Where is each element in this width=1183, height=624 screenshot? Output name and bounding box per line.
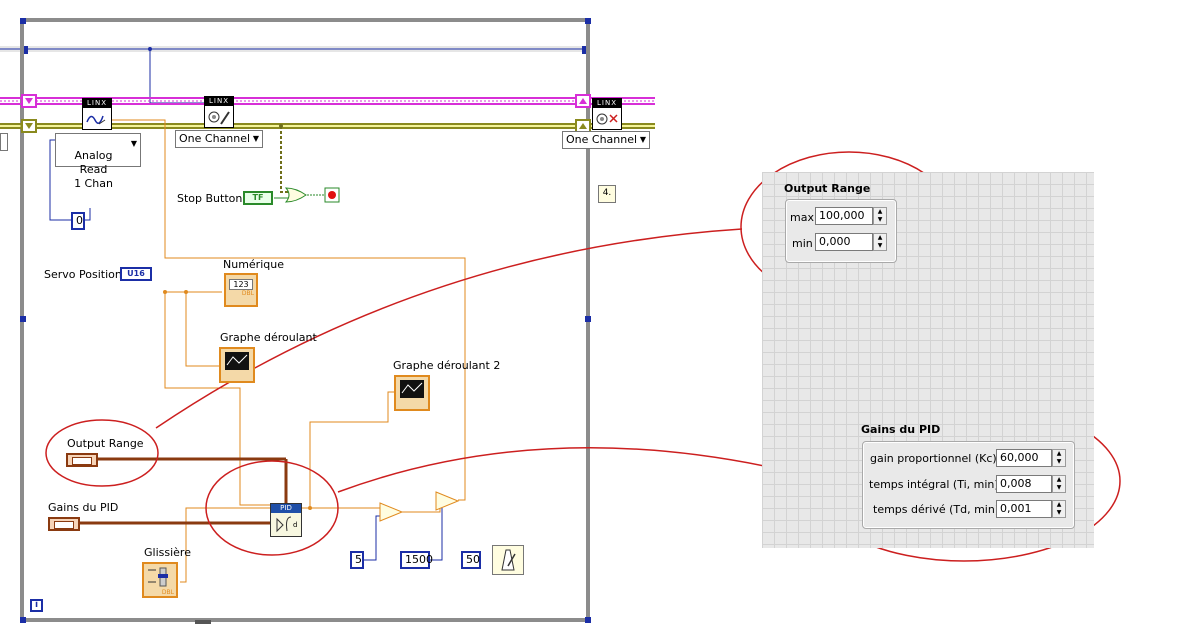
annotation-line-gains xyxy=(337,447,825,493)
output-range-cluster-title: Output Range xyxy=(784,182,871,195)
constant-1500[interactable]: 1500 xyxy=(400,551,433,569)
up-arrow-icon: ▲ xyxy=(1056,476,1062,483)
pid-vi-node[interactable]: PID d xyxy=(270,503,302,537)
svg-text:d: d xyxy=(293,521,297,529)
frame-number-label: 4. xyxy=(598,185,616,203)
up-arrow-icon: ▲ xyxy=(877,208,883,215)
channel-selector-2[interactable]: One Channel ▼ xyxy=(562,131,650,149)
graphe-2-indicator[interactable] xyxy=(394,375,430,411)
gains-pid-label: Gains du PID xyxy=(48,501,119,514)
linx-servo-close-node[interactable]: LINX xyxy=(592,98,622,130)
multiply-node[interactable] xyxy=(379,502,404,522)
dbl-wire-pid-setpoint xyxy=(164,292,272,506)
up-arrow-icon: ▲ xyxy=(1056,450,1062,457)
linx-analog-read-node[interactable]: LINX xyxy=(82,98,112,130)
annotation-ellipse-output-range xyxy=(45,419,159,487)
dbl-wire-main xyxy=(112,119,466,501)
loop-corner-br xyxy=(585,617,591,623)
stop-button-label: Stop Button xyxy=(177,192,243,205)
down-arrow-icon: ▼ xyxy=(1056,484,1062,491)
output-range-label: Output Range xyxy=(67,437,144,450)
max-label: max xyxy=(790,211,814,224)
up-arrow-icon: ▲ xyxy=(1056,501,1062,508)
loop-bottom-handle xyxy=(195,620,211,624)
left-ring-fragment[interactable] xyxy=(0,133,8,151)
pid-integral-icon: d xyxy=(276,516,297,533)
dbl-wire-glissiere xyxy=(180,507,270,583)
graphe-1-label: Graphe déroulant xyxy=(220,331,317,344)
cluster-icon xyxy=(72,457,92,465)
or-gate[interactable] xyxy=(284,187,307,203)
td-spinner[interactable]: ▲▼ xyxy=(1052,500,1066,518)
td-label: temps dérivé (Td, min) xyxy=(873,503,1000,516)
min-field[interactable]: 0,000 xyxy=(815,233,873,251)
dropdown-arrow-icon: ▼ xyxy=(252,134,259,143)
bool-wire-error-stop xyxy=(280,126,288,193)
glissiere-label: Glissière xyxy=(144,546,191,559)
linx-servo-write-node[interactable]: LINX xyxy=(204,96,234,128)
metronome-icon xyxy=(501,549,516,571)
annotation-ellipse-pid xyxy=(205,460,339,556)
loop-corner-tr xyxy=(585,18,591,24)
td-field[interactable]: 0,001 xyxy=(996,500,1052,518)
dbl-wire-graphe xyxy=(185,292,222,367)
ti-label: temps intégral (Ti, min) xyxy=(869,478,999,491)
min-label: min xyxy=(792,237,813,250)
servo-position-terminal[interactable]: U16 xyxy=(120,267,152,281)
dbl-wire-graphe2 xyxy=(302,391,396,509)
wait-ms-node[interactable] xyxy=(492,545,524,575)
int-wire-5 xyxy=(364,515,382,561)
down-arrow-icon: ▼ xyxy=(1056,458,1062,465)
stop-button-terminal[interactable]: TF xyxy=(243,191,273,205)
channel-selector-1[interactable]: One Channel ▼ xyxy=(175,130,263,148)
kc-field[interactable]: 60,000 xyxy=(996,449,1052,467)
ti-spinner[interactable]: ▲▼ xyxy=(1052,475,1066,493)
kc-label: gain proportionnel (Kc) xyxy=(870,452,997,465)
loop-iteration-terminal: i xyxy=(30,599,43,612)
dropdown-arrow-icon: ▼ xyxy=(130,139,137,148)
down-arrow-icon: ▼ xyxy=(1056,509,1062,516)
max-field[interactable]: 100,000 xyxy=(815,207,873,225)
servo-position-label: Servo Position xyxy=(44,268,122,281)
glissiere-control[interactable]: DBL xyxy=(142,562,178,598)
dropdown-arrow-icon: ▼ xyxy=(639,135,646,144)
output-range-terminal[interactable] xyxy=(66,453,98,467)
ti-field[interactable]: 0,008 xyxy=(996,475,1052,493)
kc-spinner[interactable]: ▲▼ xyxy=(1052,449,1066,467)
int-wire-1500 xyxy=(430,508,443,561)
slider-icon xyxy=(148,567,168,587)
servo-close-icon xyxy=(596,113,618,125)
min-spinner[interactable]: ▲▼ xyxy=(873,233,887,251)
channel-constant[interactable]: 0 xyxy=(71,212,85,230)
loop-mid-right xyxy=(585,316,591,322)
gains-cluster-title: Gains du PID xyxy=(861,423,941,436)
constant-5[interactable]: 5 xyxy=(350,551,364,569)
graphe-1-indicator[interactable] xyxy=(219,347,255,383)
down-arrow-icon: ▼ xyxy=(877,216,883,223)
constant-50[interactable]: 50 xyxy=(461,551,481,569)
max-spinner[interactable]: ▲▼ xyxy=(873,207,887,225)
loop-corner-tl xyxy=(20,18,26,24)
loop-corner-bl xyxy=(20,617,26,623)
gains-pid-terminal[interactable] xyxy=(48,517,80,531)
graphe-2-label: Graphe déroulant 2 xyxy=(393,359,501,372)
chart-icon xyxy=(225,352,249,370)
analog-read-selector[interactable]: Analog Read 1 Chan ▼ xyxy=(55,133,141,190)
numerique-indicator[interactable]: 123 DBL xyxy=(224,273,258,307)
numeric-display-icon: 123 xyxy=(229,279,253,290)
chart-icon xyxy=(400,380,424,398)
cluster-icon xyxy=(54,521,74,529)
dbl-wire-add xyxy=(402,500,441,513)
add-node[interactable] xyxy=(435,491,460,511)
waveform-icon xyxy=(86,115,106,125)
servo-pencil-icon xyxy=(208,111,230,125)
numerique-label: Numérique xyxy=(223,258,284,271)
loop-mid-left xyxy=(20,316,26,322)
down-arrow-icon: ▼ xyxy=(877,242,883,249)
up-arrow-icon: ▲ xyxy=(877,234,883,241)
